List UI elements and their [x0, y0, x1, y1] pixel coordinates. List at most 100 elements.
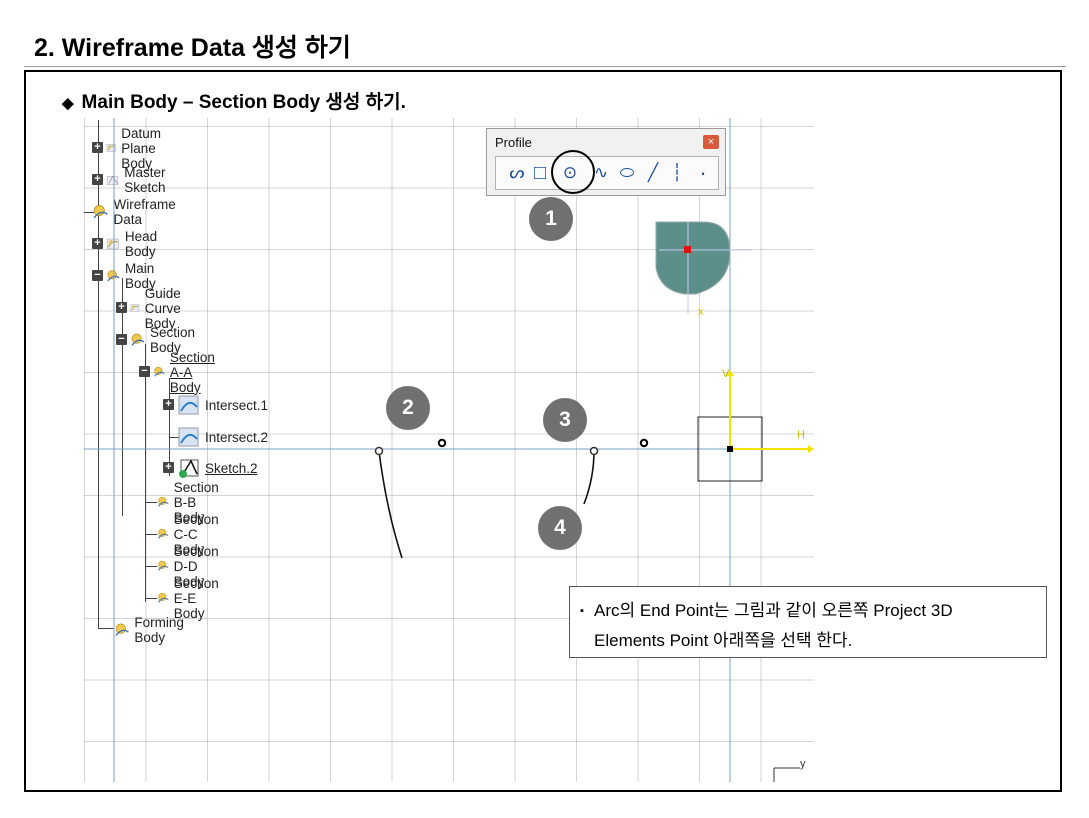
tree-item-label: Section Body — [150, 325, 196, 355]
step-badge-4: 4 — [538, 506, 582, 550]
tree-item-label: Guide Curve Body — [144, 285, 181, 331]
v-axis-arrow — [726, 370, 734, 376]
shape-red-point — [684, 246, 691, 253]
content-frame — [24, 70, 1062, 792]
tree-item-label: Section E-E Body — [173, 575, 219, 621]
tree-item-label: Main Body — [124, 261, 156, 291]
square-bullet-icon: ▪ — [580, 605, 584, 617]
step-badge-1: 1 — [529, 197, 573, 241]
toolbar-title: Profile — [495, 135, 532, 150]
tree-item-label: Head Body — [124, 229, 158, 259]
tree-item-forming-body[interactable]: Forming Body — [114, 615, 192, 645]
highlight-circle — [551, 150, 595, 194]
h-axis-arrow — [808, 445, 814, 453]
tree-item-sketch-2[interactable]: + Sketch.2 — [163, 454, 258, 482]
slide-title: 2. Wireframe Data 생성 하기 — [34, 34, 351, 62]
geometric-set-icon — [115, 623, 129, 636]
tree-item-label: Master Sketch — [124, 165, 166, 195]
sketch-canvas[interactable]: + Datum Plane Body + Master Sketch Wiref… — [84, 118, 814, 782]
collapse-minus-icon[interactable]: − — [92, 270, 103, 281]
sketch-icon — [179, 459, 199, 478]
tree-item-wireframe-data[interactable]: Wireframe Data — [84, 197, 182, 227]
tree-item-label: Section A-A Body — [169, 349, 215, 395]
tree-connector — [84, 212, 94, 213]
tree-item-section-c-c-body[interactable]: Section C-C Body — [145, 512, 230, 557]
geometric-set-icon — [158, 561, 169, 571]
intersect-icon — [178, 427, 199, 447]
tree-item-label: Intersect.2 — [205, 429, 269, 445]
tree-item-label: Forming Body — [134, 615, 184, 645]
tree-connector — [98, 120, 99, 628]
note-line-2: Elements Point 아래쪽을 선택 한다. — [594, 631, 853, 650]
point-icon[interactable]: · — [699, 160, 707, 185]
sketch-icon — [106, 175, 119, 186]
geometric-set-icon — [93, 205, 108, 219]
origin-point — [727, 446, 733, 452]
v-axis-label: V — [722, 368, 730, 380]
step-badge-3: 3 — [543, 398, 587, 442]
tree-connector — [98, 628, 114, 629]
collapse-minus-icon[interactable]: − — [116, 334, 127, 345]
close-icon[interactable]: × — [703, 135, 719, 149]
tree-item-section-e-e-body[interactable]: Section E-E Body — [145, 576, 230, 621]
tree-item-guide-curve-body[interactable]: + Guide Curve Body — [116, 286, 194, 331]
spline-icon[interactable]: ∿ — [593, 163, 609, 182]
section-shape-preview — [655, 221, 731, 295]
expand-plus-icon[interactable]: + — [92, 174, 103, 185]
ellipse-icon[interactable]: ⬭ — [619, 163, 635, 182]
tree-item-head-body[interactable]: + Head Body — [92, 229, 166, 259]
tree-item-label: Section C-C Body — [173, 511, 219, 557]
line-icon[interactable]: ╱ — [647, 163, 659, 182]
tree-connector — [169, 378, 170, 476]
circle-icon[interactable]: ⊙ — [562, 163, 578, 182]
tree-connector — [145, 502, 157, 503]
tree-connector — [145, 598, 157, 599]
tree-item-master-sketch[interactable]: + Master Sketch — [92, 165, 175, 195]
intersect-icon — [178, 395, 199, 415]
expand-plus-icon[interactable]: + — [116, 302, 127, 313]
geometric-set-icon — [158, 592, 169, 603]
rectangle-icon[interactable]: □ — [533, 162, 547, 184]
geometric-set-icon — [131, 333, 145, 346]
tree-item-label: Section D-D Body — [173, 543, 219, 589]
tree-item-section-a-a-body[interactable]: − Section A-A Body — [139, 350, 226, 395]
profile-icon[interactable]: ᔕ — [509, 163, 525, 182]
note-line-1: ▪Arc의 End Point는 그림과 같이 오른쪽 Project 3D — [580, 596, 1036, 626]
tree-item-section-body[interactable]: − Section Body — [116, 325, 203, 355]
toolbar-buttons: ᔕ □ ⊙ ∿ ⬭ ╱ ┆ · — [495, 156, 719, 190]
geometric-set-icon — [158, 496, 169, 507]
expand-plus-icon[interactable]: + — [163, 462, 174, 473]
tree-item-label: Wireframe Data — [113, 197, 176, 227]
tree-item-intersect-1[interactable]: + Intersect.1 — [163, 391, 268, 419]
expand-plus-icon[interactable]: + — [163, 399, 174, 410]
title-divider — [24, 66, 1066, 67]
tree-connector — [145, 534, 157, 535]
expand-plus-icon[interactable]: + — [92, 238, 103, 249]
expand-plus-icon[interactable]: + — [92, 142, 103, 153]
arc-start-point-right — [589, 446, 599, 456]
geometric-set-icon — [106, 238, 119, 250]
tree-item-section-d-d-body[interactable]: Section D-D Body — [145, 544, 230, 589]
profile-toolbar: Profile × ᔕ □ ⊙ ∿ ⬭ ╱ ┆ · — [486, 128, 726, 196]
arc-curve-right — [583, 450, 595, 505]
section-heading: ◆Main Body – Section Body 생성 하기. — [62, 87, 406, 114]
tree-item-datum-plane-body[interactable]: + Datum Plane Body — [92, 126, 174, 171]
tree-connector — [169, 437, 179, 438]
geometric-set-icon — [154, 366, 165, 377]
arc-curve-left — [378, 450, 403, 559]
axis-icon[interactable]: ┆ — [671, 163, 683, 182]
h-axis-label: H — [797, 429, 805, 441]
diamond-bullet-icon: ◆ — [62, 95, 74, 112]
collapse-minus-icon[interactable]: − — [139, 366, 150, 377]
instruction-note: ▪Arc의 End Point는 그림과 같이 오른쪽 Project 3D E… — [569, 586, 1047, 658]
projected-point-right — [639, 438, 649, 448]
tree-item-label: Datum Plane Body — [121, 125, 161, 171]
projected-point-left — [437, 438, 447, 448]
tree-connector — [145, 344, 146, 602]
tree-item-intersect-2[interactable]: Intersect.2 — [169, 423, 268, 451]
tree-item-label: Intersect.1 — [205, 397, 269, 413]
shape-x-label: x — [698, 306, 704, 318]
tree-item-section-b-b-body[interactable]: Section B-B Body — [145, 480, 230, 525]
tree-item-label: Section B-B Body — [173, 479, 219, 525]
sketch-geometry — [84, 118, 814, 782]
